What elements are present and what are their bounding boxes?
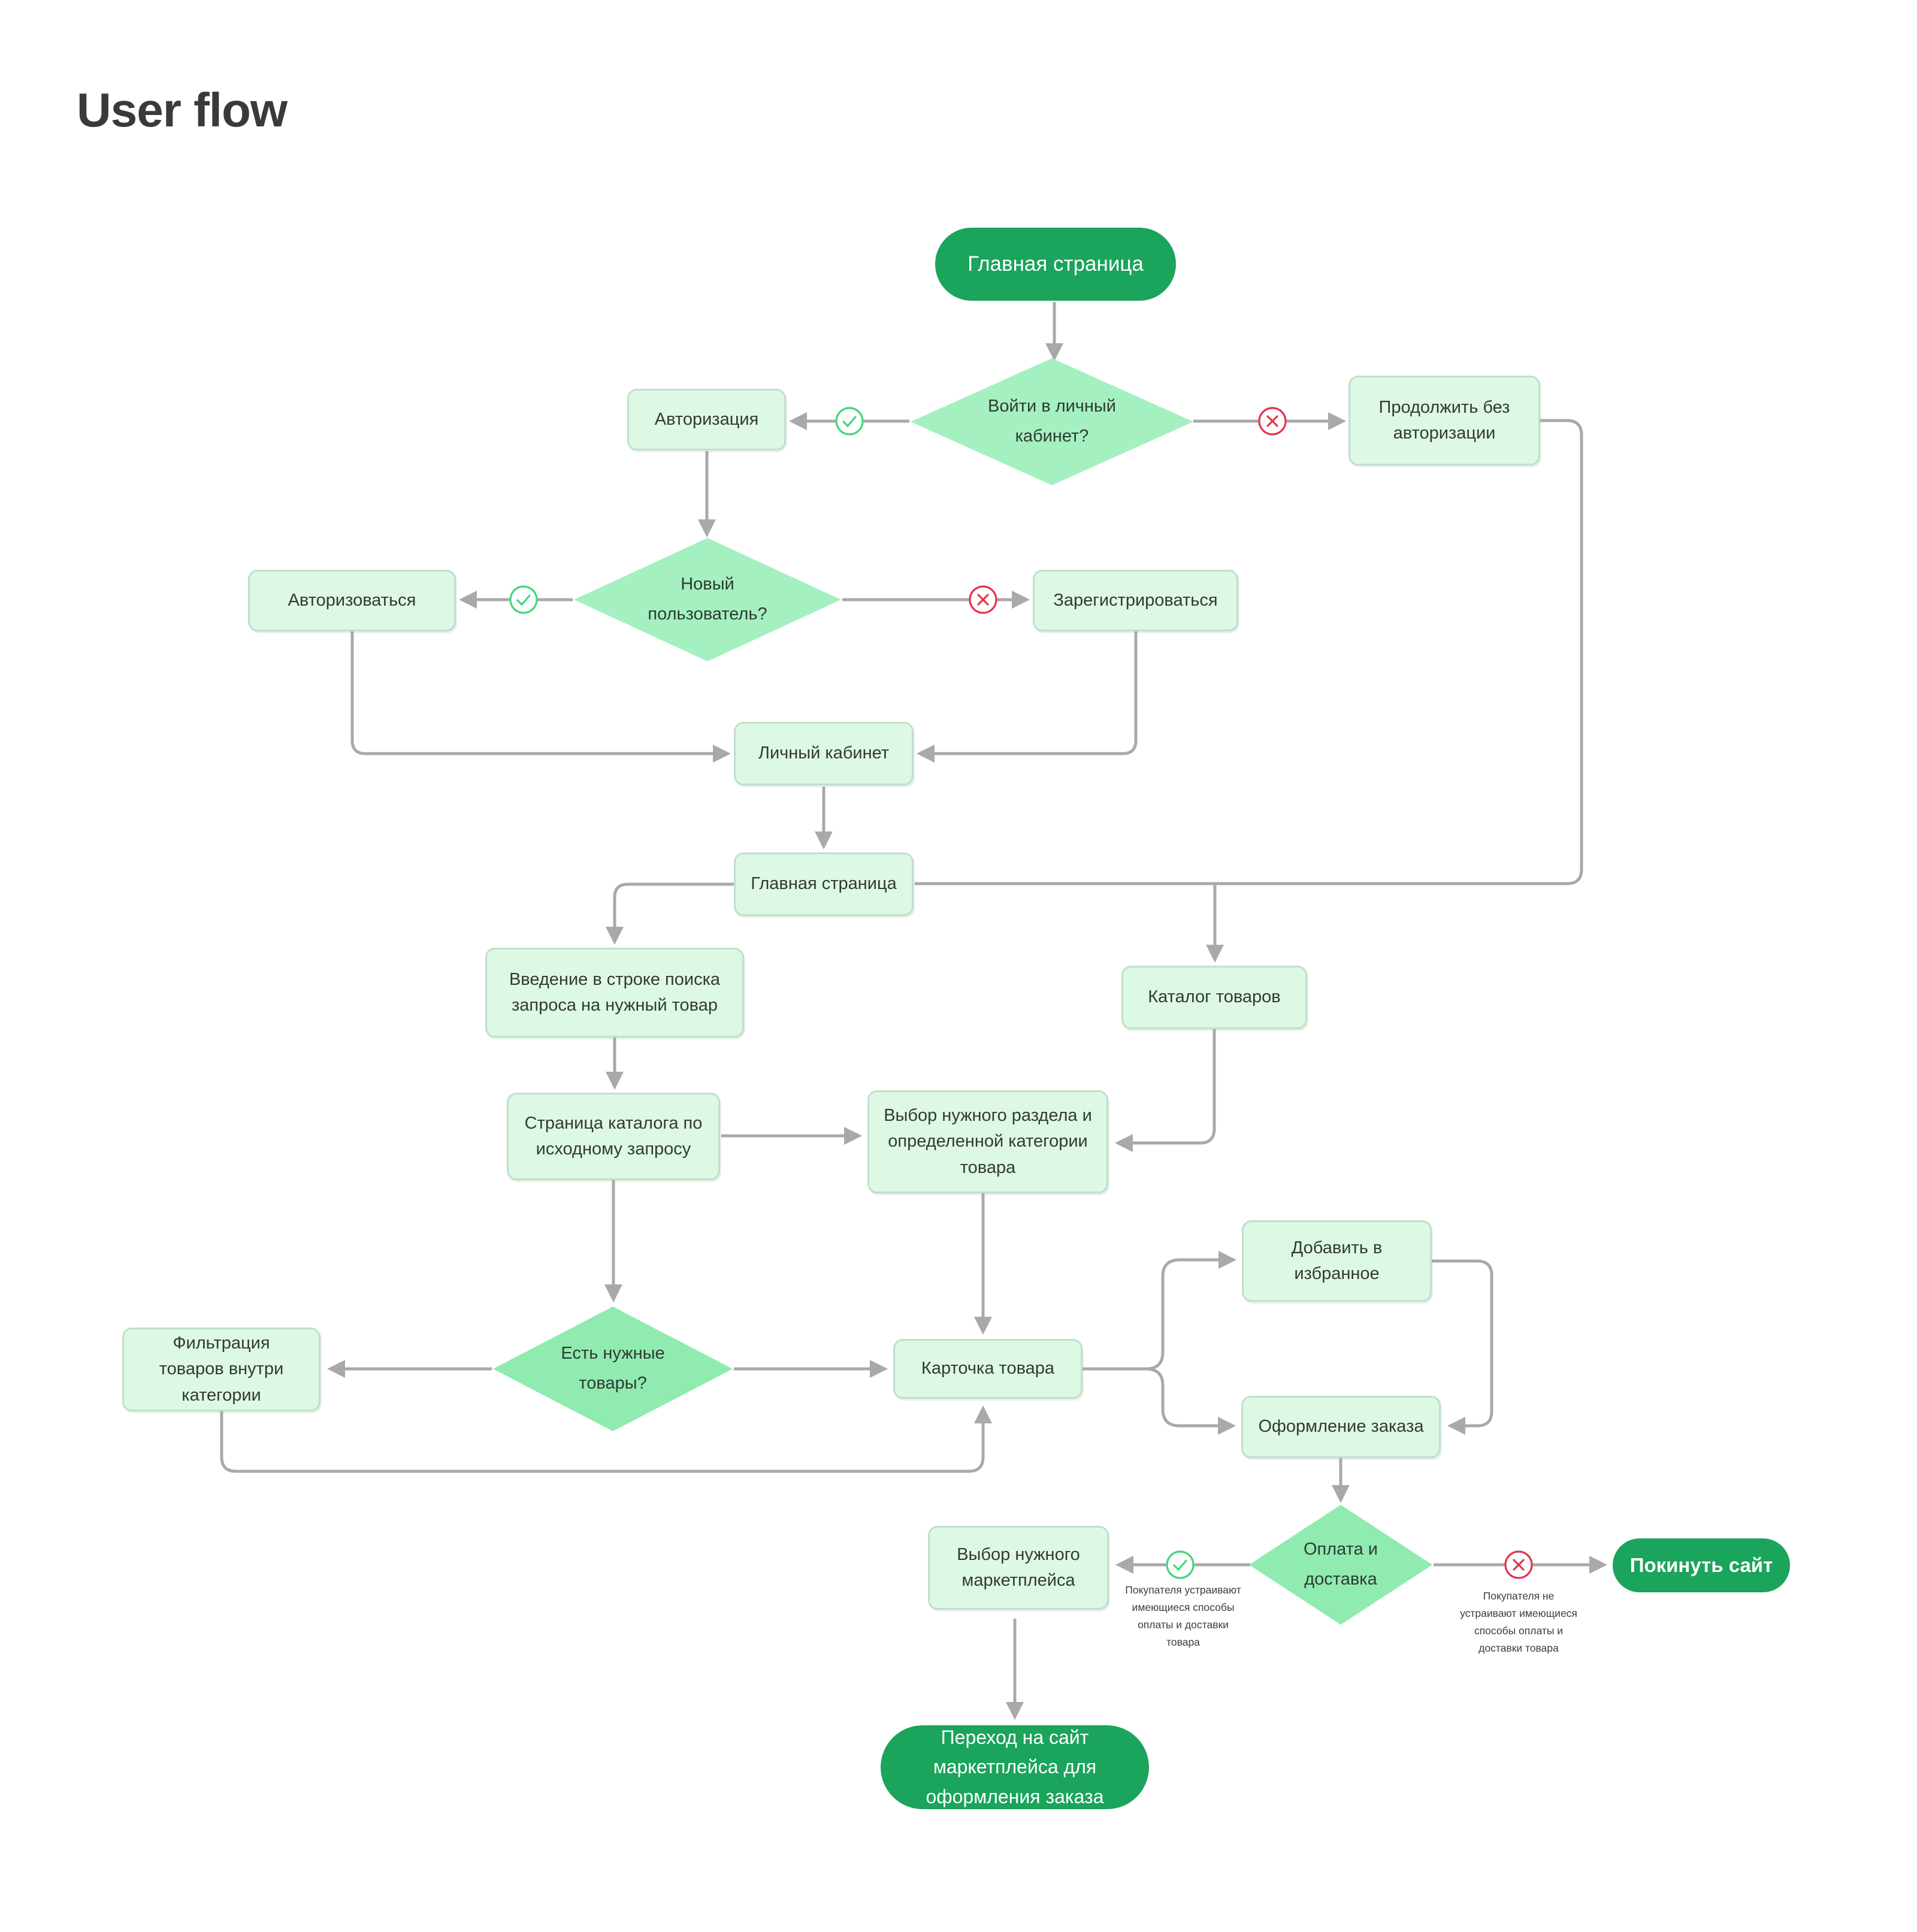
caption-payment-no: Покупателя не устраивают имеющиеся спосо… [1460,1590,1577,1654]
node-category-choice: Выбор нужного раздела и определенной кат… [867,1090,1108,1193]
node-account: Личный кабинет [734,722,914,785]
node-authorize: Авторизоваться [248,570,456,631]
edge-authorize-account [350,631,731,763]
node-search-query: Введение в строке поиска запроса на нужн… [485,948,744,1038]
x-icon [1504,1550,1533,1579]
node-leave-site: Покинуть сайт [1613,1538,1790,1592]
check-icon [509,585,538,614]
edge-favorites-checkout [1432,1259,1493,1435]
edge-filter-card-loop [220,1405,992,1473]
node-catalog-page: Страница каталога по исходному запросу [507,1093,720,1180]
node-go-to-marketplace: Переход на сайт маркетплейса для оформле… [881,1725,1149,1809]
node-catalog: Каталог товаров [1121,966,1307,1029]
page-title: User flow [77,83,288,137]
edge-card-favorites [1083,1251,1236,1371]
node-continue-without-auth: Продолжить без авторизации [1348,376,1540,465]
check-icon [1166,1550,1195,1579]
node-filter-products: Фильтрация товаров внутри категории [122,1328,320,1411]
node-authorization: Авторизация [627,389,786,451]
edge-card-checkout [1145,1367,1236,1435]
node-register: Зарегистрироваться [1033,570,1238,631]
node-add-favorites: Добавить в избранное [1242,1220,1432,1302]
edge-catalog-category [1115,1029,1216,1152]
edge-continue-mainpage [915,419,1583,885]
edge-register-account [917,631,1138,763]
node-product-card: Карточка товара [893,1339,1083,1399]
node-start: Главная страница [935,228,1176,301]
edge-mainpage-search [606,882,734,945]
node-marketplace-choice: Выбор нужного маркетплейса [928,1526,1109,1610]
node-checkout: Оформление заказа [1241,1396,1441,1458]
caption-payment-yes: Покупателя устраивают имеющиеся способы … [1125,1584,1241,1648]
x-icon [1258,407,1287,436]
node-main-page: Главная страница [734,852,914,916]
check-icon [835,407,864,436]
x-icon [969,585,997,614]
